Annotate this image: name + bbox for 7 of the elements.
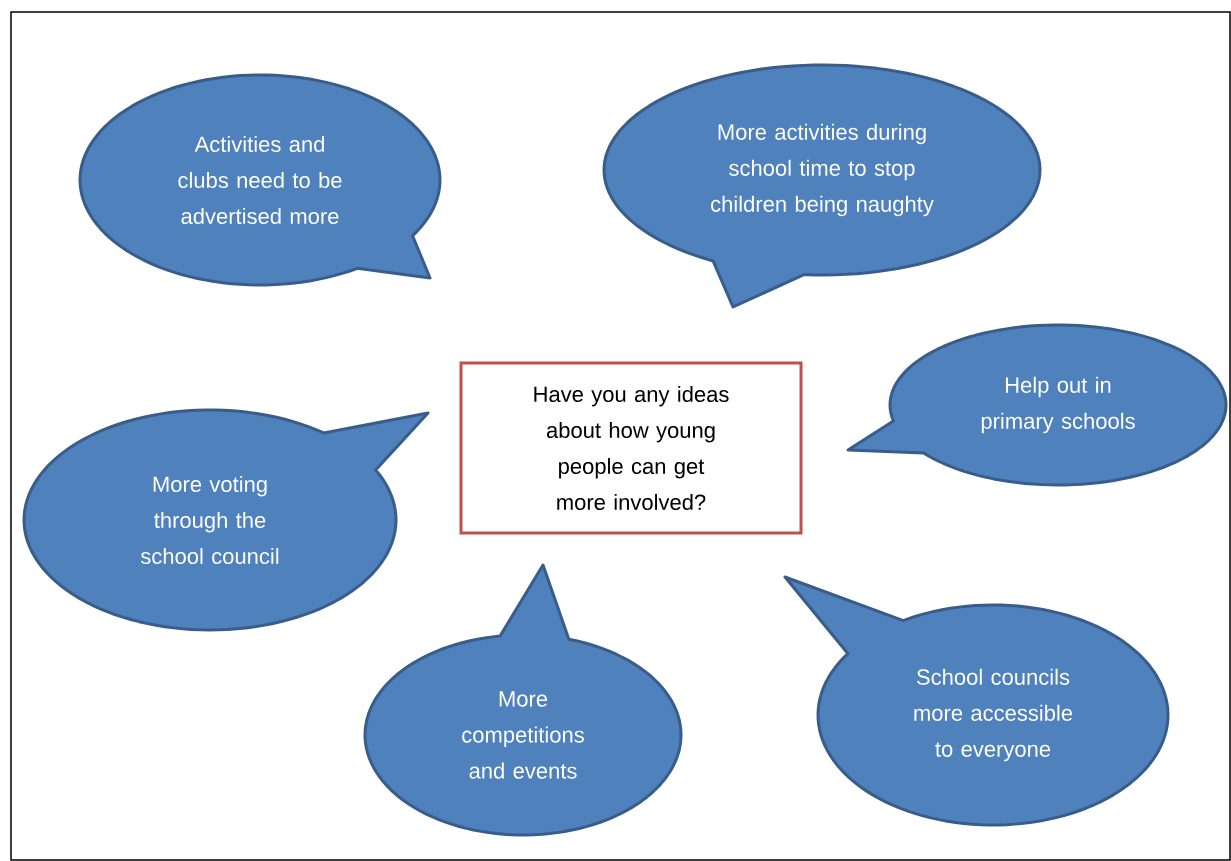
speech-bubble: School councils more accessible to everyone [783,575,1170,827]
speech-bubble: More voting through the school council [22,408,430,632]
speech-bubble: More competitions and events [363,563,683,837]
speech-bubble: Activities and clubs need to be advertised more [78,73,442,287]
question-box: Have you any ideas about how young people can get more involved? [459,361,803,535]
speech-bubble: More activities during school time to stop children being naughty [602,63,1042,309]
speech-bubble: Help out in primary schools [846,323,1228,487]
